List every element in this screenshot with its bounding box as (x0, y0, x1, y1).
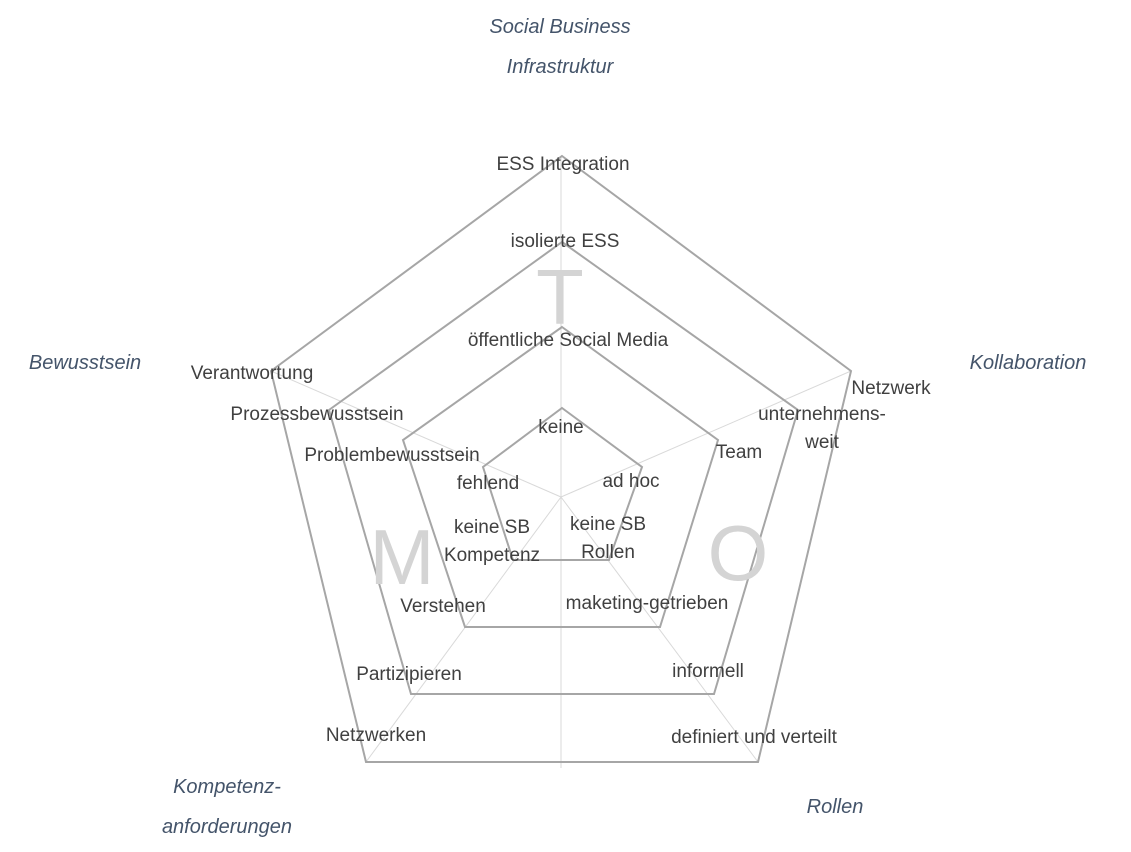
spoke-kompetenz (365, 496, 562, 763)
level-label: Netzwerken (326, 725, 426, 746)
label-line: Rollen (581, 542, 635, 563)
label-line: Social Business (489, 16, 630, 38)
axis-letter-t: T (536, 253, 584, 341)
label-line: maketing-getrieben (566, 593, 729, 614)
level-label: keine (538, 417, 583, 438)
label-line: Kollaboration (970, 352, 1087, 374)
label-line: ad hoc (602, 471, 659, 492)
dimension-label-bewusstsein: Bewusstsein (29, 352, 141, 374)
level-labels-kompetenz: Netzwerken Partizipieren Verstehen keine… (326, 517, 540, 746)
dimension-label-rollen: Rollen (807, 796, 864, 818)
level-labels-infrastruktur: ESS Integration isolierte ESS öffentlich… (468, 154, 669, 438)
level-label: Verantwortung (191, 363, 314, 384)
label-line: Team (716, 442, 762, 463)
label-line: fehlend (457, 473, 519, 494)
label-line: Kompetenz- (173, 776, 281, 798)
level-labels-rollen: definiert und verteilt informell maketin… (566, 514, 838, 748)
level-label: maketing-getrieben (566, 593, 729, 614)
ring-level-3 (327, 240, 800, 695)
label-line: keine SB (570, 514, 646, 535)
level-label: Problembewusstsein (304, 445, 479, 466)
level-label: definiert und verteilt (671, 727, 838, 748)
dimension-label-kollaboration: Kollaboration (970, 352, 1087, 374)
label-line: Rollen (807, 796, 864, 818)
spoke-rollen (560, 496, 759, 763)
level-label: keine SB Kompetenz (444, 517, 540, 566)
label-line: Verstehen (400, 596, 486, 617)
dimension-label-kompetenz: Kompetenz-anforderungen (162, 776, 292, 838)
label-line: Netzwerk (851, 378, 931, 399)
label-line: informell (672, 661, 744, 682)
label-line: definiert und verteilt (671, 727, 838, 748)
label-line: keine (538, 417, 583, 438)
ring-level-2 (401, 325, 720, 628)
label-line: unternehmens- (758, 404, 886, 425)
label-line: isolierte ESS (511, 231, 620, 252)
level-label: Team (716, 442, 762, 463)
label-line: öffentliche Social Media (468, 330, 669, 351)
level-label: Partizipieren (356, 664, 462, 685)
label-line: Partizipieren (356, 664, 462, 685)
level-label: isolierte ESS (511, 231, 620, 252)
spoke-bewusstsein (270, 370, 562, 498)
ring-level-4 (269, 154, 853, 763)
label-line: keine SB (454, 517, 530, 538)
level-label: ESS Integration (496, 154, 629, 175)
axis-letter-o: O (708, 509, 769, 597)
label-line: Bewusstsein (29, 352, 141, 374)
label-line: ESS Integration (496, 154, 629, 175)
level-labels-kollaboration: Netzwerk unternehmens-weit Team ad hoc (602, 378, 931, 492)
axis-letter-m: M (370, 513, 435, 601)
label-line: Netzwerken (326, 725, 426, 746)
label-line: Prozessbewusstsein (230, 404, 403, 425)
level-label: Netzwerk (851, 378, 931, 399)
label-line: Infrastruktur (507, 56, 615, 78)
level-label: Prozessbewusstsein (230, 404, 403, 425)
label-line: Problembewusstsein (304, 445, 479, 466)
level-label: ad hoc (602, 471, 659, 492)
radar-spokes (270, 156, 852, 763)
label-line: Kompetenz (444, 545, 540, 566)
ring-level-1 (481, 406, 644, 561)
label-line: Verantwortung (191, 363, 314, 384)
radar-rings (269, 154, 853, 763)
level-label: fehlend (457, 473, 519, 494)
level-label: Verstehen (400, 596, 486, 617)
level-label: informell (672, 661, 744, 682)
level-label: keine SB Rollen (570, 514, 646, 563)
level-labels-bewusstsein: Verantwortung Prozessbewusstsein Problem… (191, 363, 519, 494)
label-line: weit (804, 432, 840, 453)
level-label: öffentliche Social Media (468, 330, 669, 351)
level-label: unternehmens-weit (758, 404, 886, 453)
spoke-kollaboration (560, 370, 852, 498)
label-line: anforderungen (162, 816, 292, 838)
